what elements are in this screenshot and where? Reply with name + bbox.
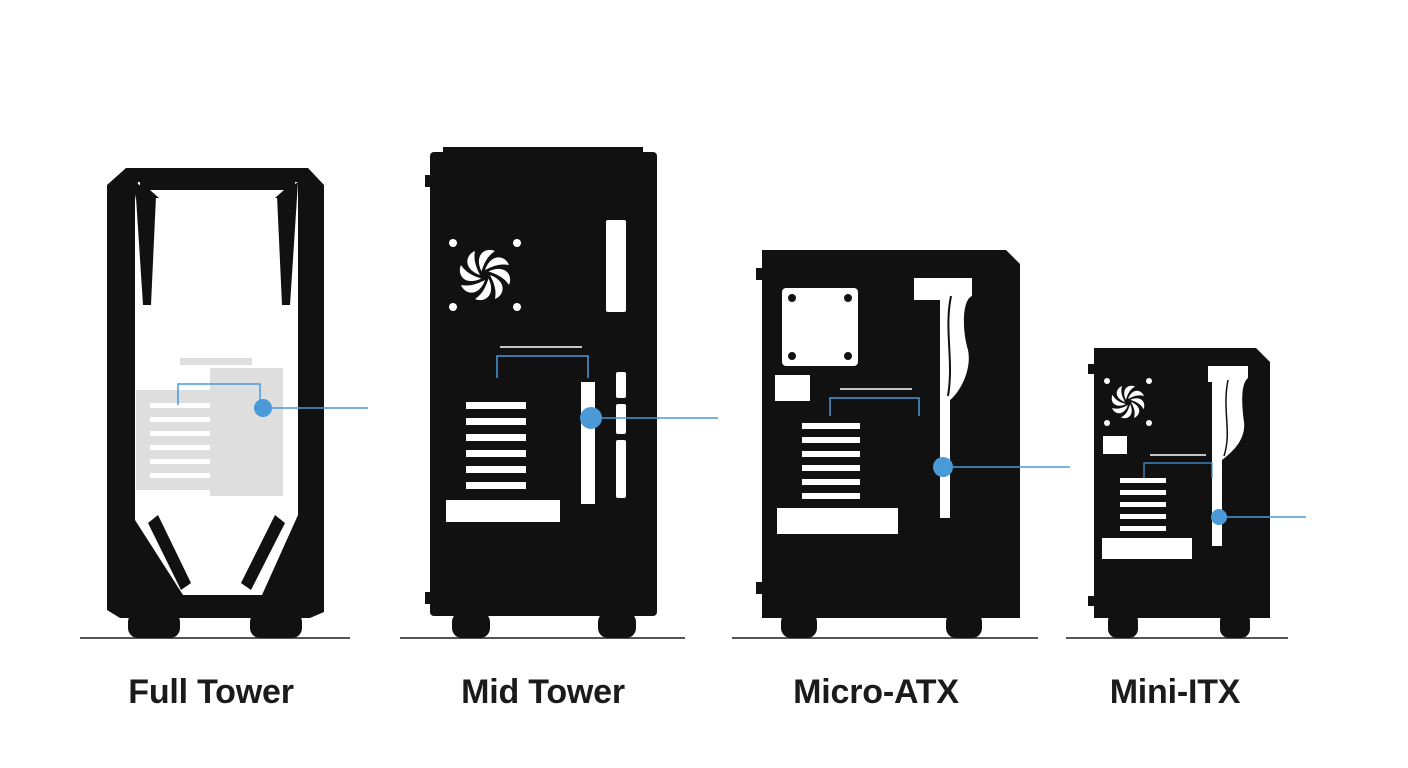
mid-tower-case: [400, 147, 718, 639]
io-block: [1103, 436, 1127, 454]
fan-mount-icon: [782, 288, 858, 366]
case-handle: [425, 592, 431, 604]
callout-dot: [254, 399, 272, 417]
gpu-slot: [616, 372, 626, 398]
case-foot: [250, 612, 302, 638]
case-foot: [128, 612, 180, 638]
connector-bracket: [1143, 462, 1213, 478]
case-label-mid-tower: Mid Tower: [461, 673, 625, 711]
case-label-mini-itx: Mini-ITX: [1109, 673, 1241, 711]
window-strip: [277, 182, 298, 305]
fan-icon: [1104, 378, 1152, 426]
case-foot: [452, 612, 490, 638]
psu-shroud: [446, 500, 560, 522]
callout-dot: [580, 407, 602, 429]
psu-shroud: [777, 508, 898, 534]
ram-slots: [466, 402, 526, 489]
ram-slots: [1120, 478, 1166, 531]
connector-bracket: [177, 383, 261, 405]
ground-line: [80, 637, 350, 639]
micro-atx-case: [732, 250, 1070, 639]
case-foot: [1220, 612, 1250, 638]
drive-bay: [606, 220, 626, 312]
gpu-slot: [616, 404, 626, 434]
gpu-slot: [616, 440, 626, 498]
fan-icon: [449, 239, 521, 311]
case-handle: [1088, 364, 1095, 374]
window-strip: [135, 182, 156, 305]
ground-line: [400, 637, 685, 639]
case-label-full-tower: Full Tower: [128, 673, 294, 711]
window-strip: [148, 515, 191, 590]
cable-strand: [947, 295, 952, 397]
callout-dot: [933, 457, 953, 477]
psu-shroud: [1102, 538, 1192, 559]
window-strip: [241, 515, 285, 590]
connector-bracket: [829, 397, 920, 416]
psu-cable: [1208, 366, 1248, 546]
case-handle: [756, 268, 763, 280]
window-top-bevel: [150, 190, 284, 198]
case-foot: [598, 612, 636, 638]
case-foot: [946, 612, 982, 638]
callout-dot: [1211, 509, 1227, 525]
connector-bracket: [496, 355, 589, 378]
ram-slots: [802, 423, 860, 499]
case-top-lip: [443, 147, 643, 155]
mini-itx-case: [1066, 348, 1306, 639]
io-block: [775, 375, 810, 401]
psu-cable: [914, 278, 972, 518]
case-handle: [1088, 596, 1095, 606]
ram-slots: [150, 403, 210, 478]
full-tower-case: [80, 168, 368, 639]
case-handle: [425, 175, 431, 187]
case-foot: [1108, 612, 1138, 638]
case-foot: [781, 612, 817, 638]
case-label-micro-atx: Micro-ATX: [793, 673, 959, 711]
case-handle: [756, 582, 763, 594]
gpu-slot: [581, 382, 595, 504]
ground-line: [732, 637, 1038, 639]
cable-strand: [1223, 379, 1229, 457]
ground-line: [1066, 637, 1288, 639]
